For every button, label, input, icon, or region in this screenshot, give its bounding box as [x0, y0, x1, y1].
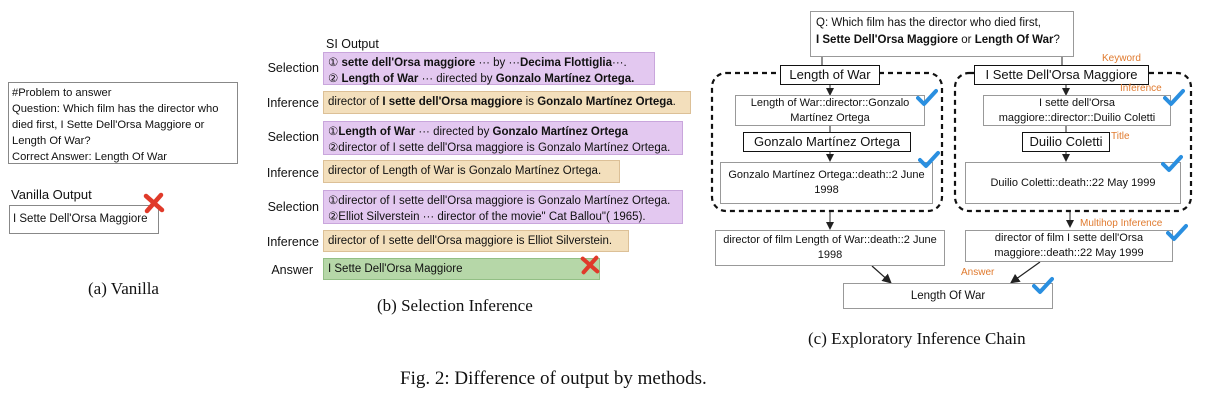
problem-line: Question: Which film has the director wh… — [12, 103, 219, 115]
inference-row: director of Length of War is Gonzalo Mar… — [323, 160, 620, 183]
check-icon — [918, 151, 940, 168]
check-icon — [1166, 224, 1188, 241]
row-label: Selection — [267, 200, 319, 214]
title-tag: Title — [1111, 131, 1130, 142]
right-inference-node: I sette dell'Orsa maggiore::director::Du… — [983, 95, 1171, 126]
check-icon — [1161, 155, 1183, 172]
problem-line: Length Of War? — [12, 135, 91, 147]
left-inference-node: Length of War::director::Gonzalo Martíne… — [735, 95, 925, 126]
cross-icon — [580, 255, 600, 275]
vanilla-output-value: I Sette Dell'Orsa Maggiore — [13, 213, 148, 225]
si-header: SI Output — [326, 37, 379, 51]
check-icon — [916, 89, 938, 106]
keyword-tag: Keyword — [1102, 53, 1141, 64]
caption-c: (c) Exploratory Inference Chain — [808, 329, 1026, 348]
row-label: Answer — [271, 263, 313, 277]
check-icon — [1032, 277, 1054, 294]
row-label: Selection — [267, 61, 319, 75]
row-label: Inference — [266, 166, 319, 180]
row-label: Inference — [266, 235, 319, 249]
title-right: Duilio Coletti — [1022, 132, 1110, 152]
row-label: Inference — [266, 96, 319, 110]
answer-tag: Answer — [961, 267, 995, 278]
inference-row: director of I sette dell'Orsa maggiore i… — [323, 230, 629, 252]
selection-row: ①Length of War ··· directed by Gonzalo M… — [323, 121, 683, 155]
inference-row: director of I sette dell'Orsa maggiore i… — [323, 91, 691, 114]
answer-row: I Sette Dell'Orsa Maggiore — [323, 258, 600, 280]
row-label: Selection — [267, 130, 319, 144]
multihop-tag: Multihop Inference — [1080, 218, 1163, 229]
vanilla-output-title: Vanilla Output — [11, 187, 92, 202]
check-icon — [1163, 89, 1185, 106]
selection-row: ①director of I sette dell'Orsa maggiore … — [323, 190, 683, 224]
caption-a: (a) Vanilla — [88, 279, 159, 298]
final-answer-node: Length Of War — [843, 283, 1053, 309]
keyword-right: I Sette Dell'Orsa Maggiore — [974, 65, 1149, 85]
vanilla-output-box: I Sette Dell'Orsa Maggiore — [9, 205, 159, 234]
multihop-right-node: director of film I sette dell'Orsa maggi… — [965, 230, 1173, 262]
inference-tag: Inference — [1120, 83, 1162, 94]
right-death-node: Duilio Coletti::death::22 May 1999 — [965, 162, 1181, 204]
problem-box: #Problem to answer Question: Which film … — [8, 82, 238, 164]
left-death-node: Gonzalo Martínez Ortega::death::2 June 1… — [720, 162, 933, 204]
caption-b: (b) Selection Inference — [377, 296, 533, 315]
problem-line: Correct Answer: Length Of War — [12, 151, 168, 163]
keyword-left: Length of War — [780, 65, 880, 85]
problem-line: #Problem to answer — [12, 87, 112, 99]
cross-icon — [143, 192, 165, 214]
selection-row: ① sette dell'Orsa maggiore ··· by ···Dec… — [323, 52, 655, 85]
problem-line: died first, I Sette Dell'Orsa Maggiore o… — [12, 119, 205, 131]
question-node: Q: Which film has the director who died … — [810, 11, 1074, 57]
figure-caption: Fig. 2: Difference of output by methods. — [400, 368, 707, 389]
title-left: Gonzalo Martínez Ortega — [743, 132, 911, 152]
multihop-left-node: director of film Length of War::death::2… — [715, 230, 945, 266]
